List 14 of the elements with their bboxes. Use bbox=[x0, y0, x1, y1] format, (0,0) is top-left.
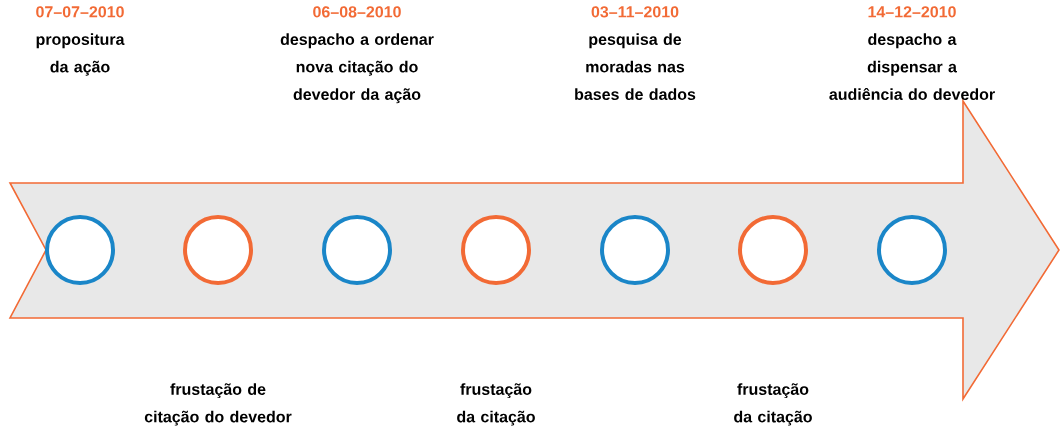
milestone-label: 14–12–2010 despacho a dispensar a audiência do devedor bbox=[829, 6, 995, 100]
timeline-circle bbox=[461, 215, 531, 285]
timeline-circle bbox=[322, 215, 392, 285]
milestone-label: frustação da citação bbox=[734, 383, 812, 426]
milestone-label: frustação de citação do devedor bbox=[144, 383, 292, 426]
timeline-circle bbox=[45, 215, 115, 285]
timeline-circle bbox=[738, 215, 808, 285]
milestone-label: frustação da citação bbox=[457, 383, 535, 426]
timeline-circle bbox=[877, 215, 947, 285]
milestone-label: 06–08–2010 despacho a ordenar nova citação do devedor da ação bbox=[280, 6, 434, 104]
timeline-circle bbox=[183, 215, 253, 285]
milestone-label: 03–11–2010 pesquisa de moradas nas bases de dados bbox=[575, 6, 696, 100]
milestone-label: 07–07–2010 propositura da ação bbox=[36, 6, 125, 76]
timeline-circle bbox=[600, 215, 670, 285]
